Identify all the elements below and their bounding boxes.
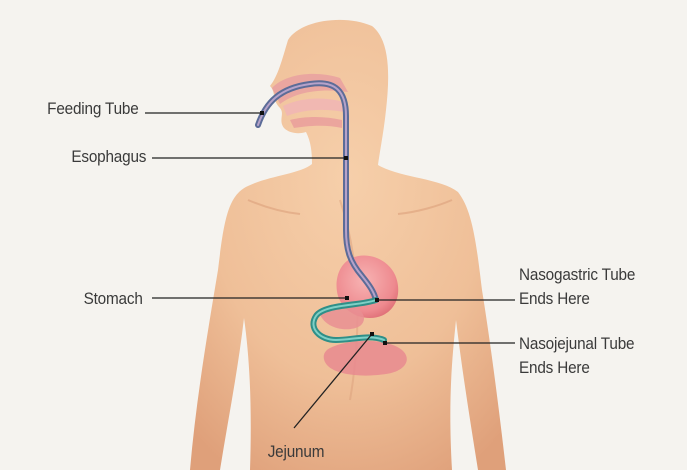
small-intestine (324, 341, 407, 376)
label-feeding-tube: Feeding Tube (48, 98, 139, 119)
label-esophagus: Esophagus (71, 146, 146, 167)
label-nasojejunal-line1: Nasojejunal Tube (519, 333, 634, 354)
label-nasogastric-line2: Ends Here (519, 288, 590, 309)
label-nasogastric-line1: Nasogastric Tube (519, 264, 635, 285)
label-stomach: Stomach (84, 288, 143, 309)
label-jejunum: Jejunum (267, 441, 325, 462)
label-nasojejunal-line2: Ends Here (519, 357, 590, 378)
